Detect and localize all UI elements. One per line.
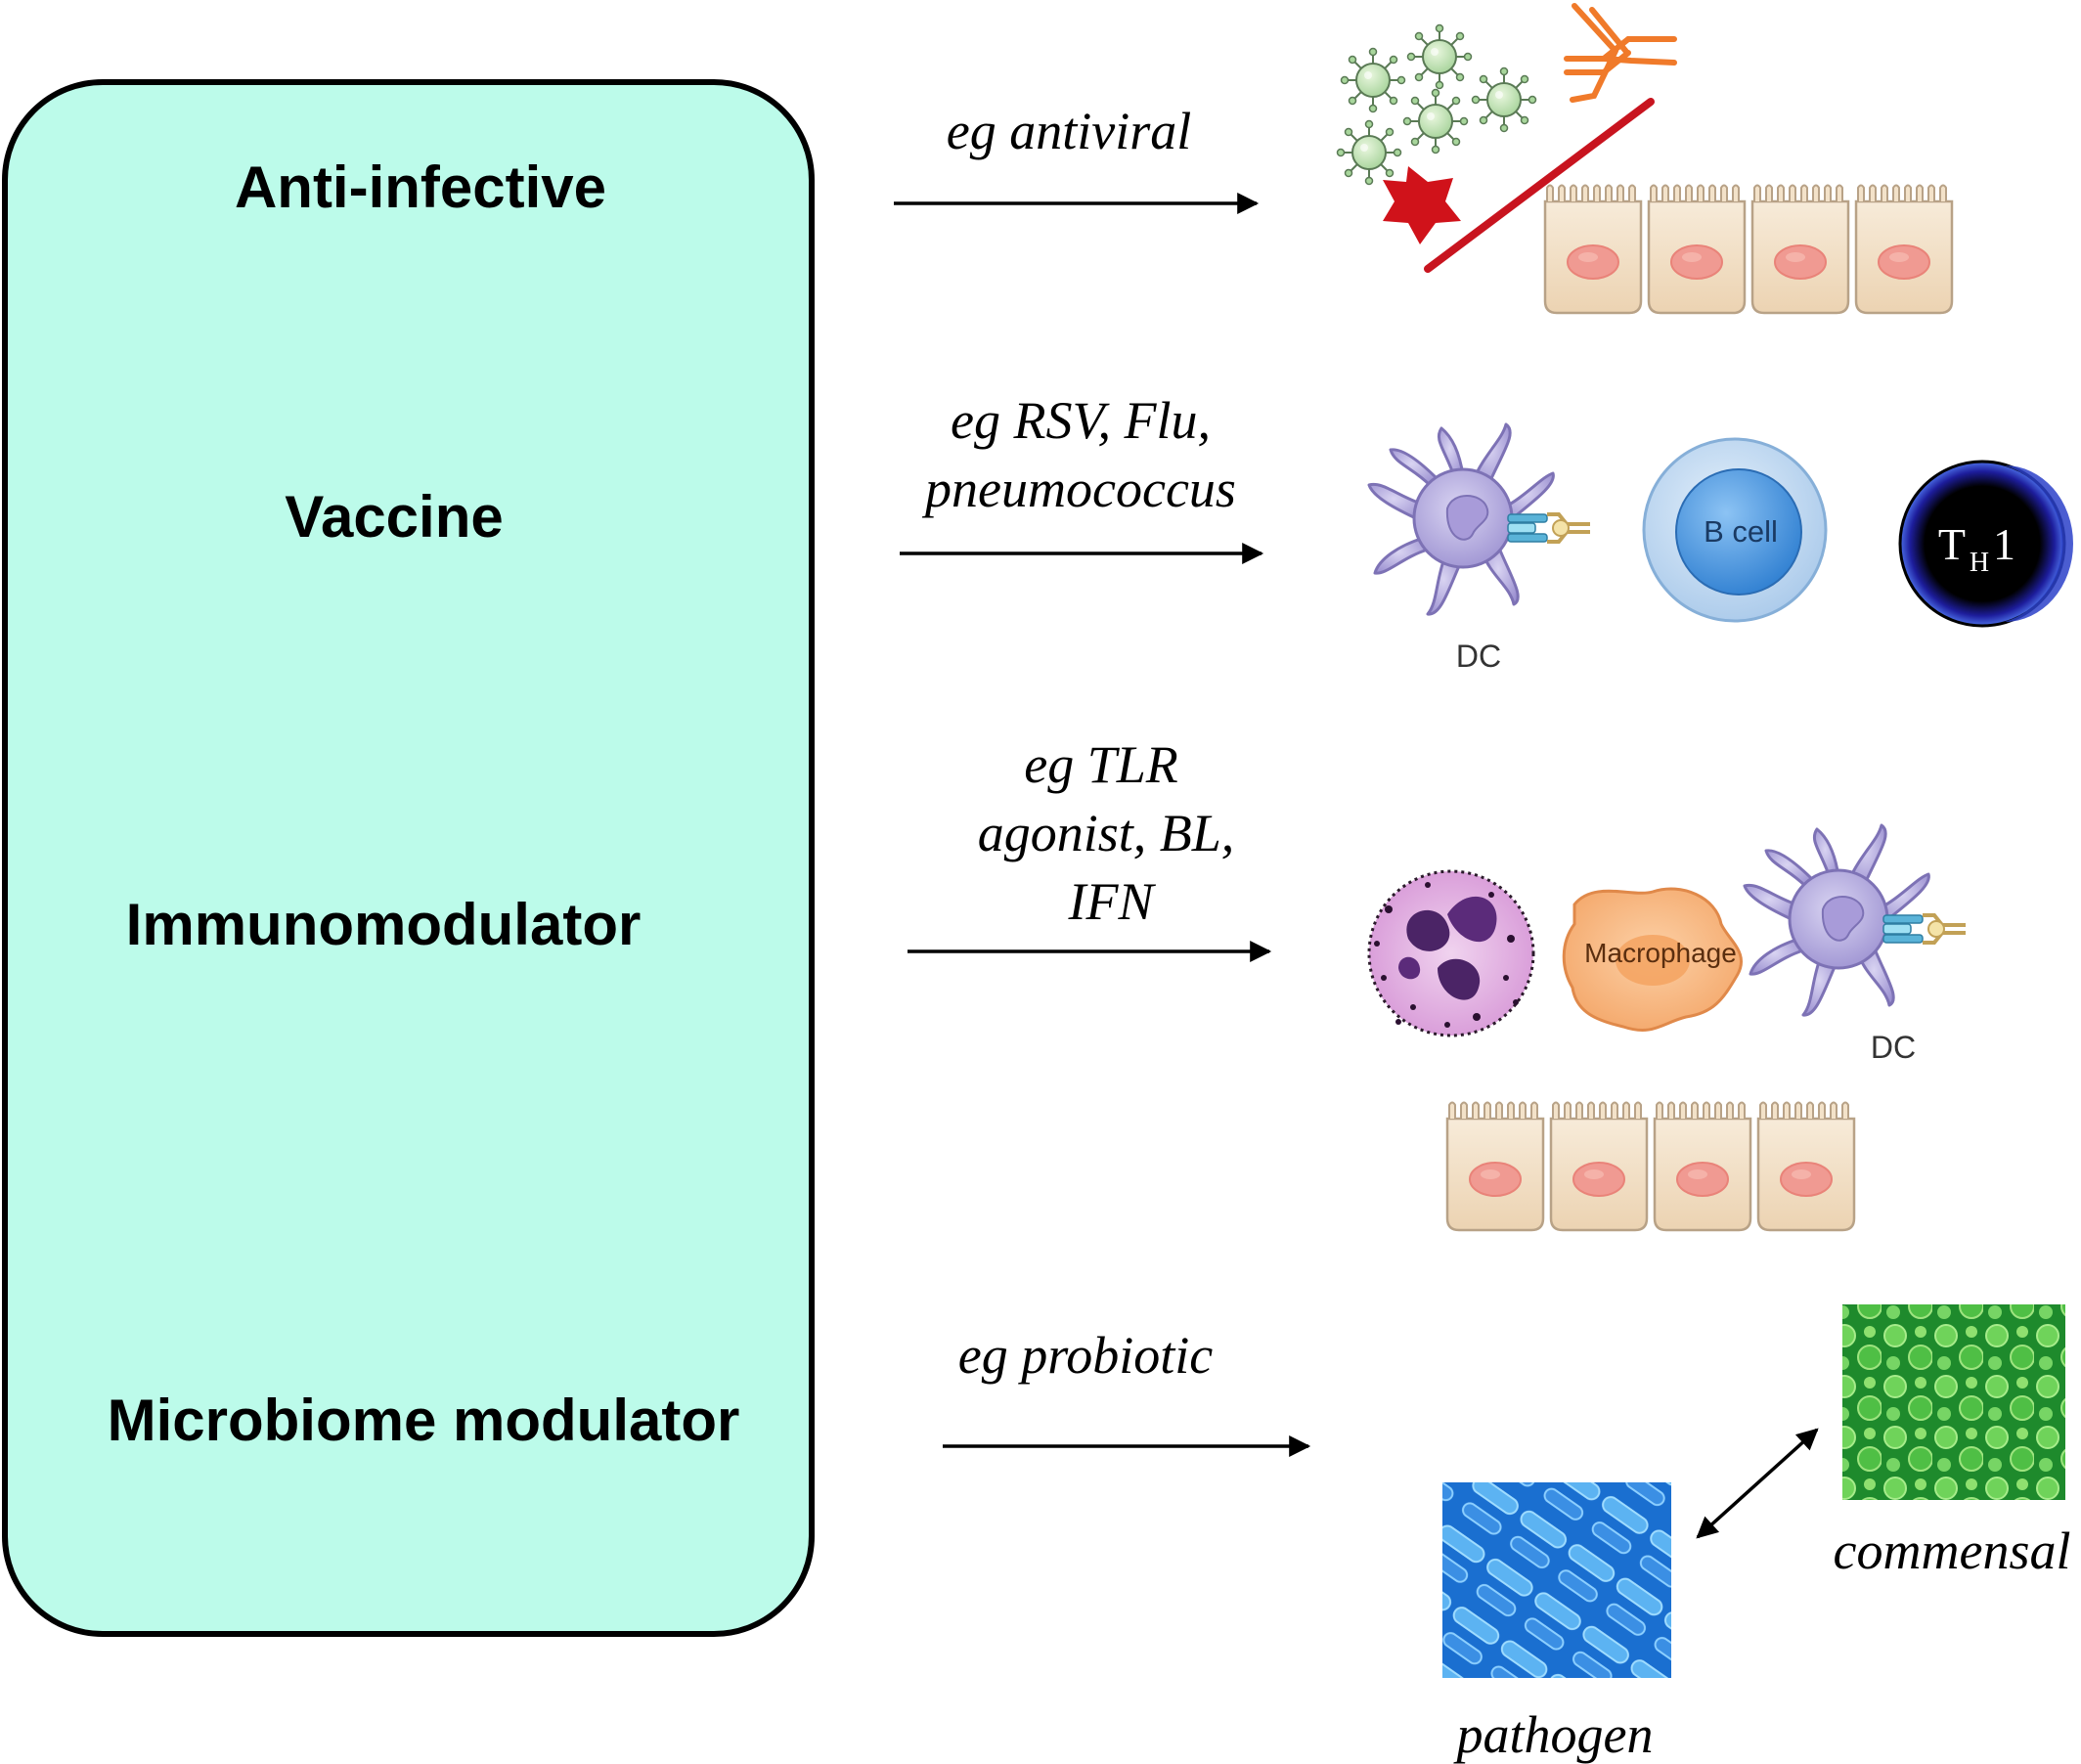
b-cell-icon [1642, 437, 1828, 623]
example-immuno-line-3: IFN [1068, 872, 1157, 931]
barrier-line [1424, 98, 1655, 273]
commensal-label: commensal [1834, 1521, 2071, 1580]
dc-label-vaccine: DC [1456, 639, 1501, 674]
dc-label-immuno: DC [1871, 1030, 1916, 1065]
th1-label: T [1938, 519, 1966, 569]
example-immuno-line-2: agonist, BL, [978, 804, 1235, 862]
dendritic-cell-icon [1367, 422, 1592, 616]
pathogen-image [1442, 1482, 1671, 1678]
category-anti-infective: Anti-infective [235, 154, 606, 220]
interaction-arrow [1696, 1428, 1819, 1539]
th1-number: 1 [1993, 519, 2015, 569]
epithelium-top-icon [1543, 184, 1954, 315]
example-immuno-line-1: eg TLR [1024, 735, 1178, 794]
dendritic-cell-immuno-icon [1743, 823, 1968, 1017]
category-immunomodulator: Immunomodulator [126, 892, 642, 957]
antibody-icon [1564, 3, 1677, 103]
b-cell-label: B cell [1704, 514, 1778, 549]
category-vaccine: Vaccine [285, 484, 504, 550]
example-antiviral: eg antiviral [947, 102, 1191, 160]
th1-cell-icon [1898, 460, 2073, 628]
epithelium-bottom-icon [1445, 1101, 1856, 1232]
toxin-star-icon [1383, 166, 1461, 244]
category-panel [2, 79, 815, 1637]
macrophage-icon [1562, 887, 1744, 1032]
neutrophil-icon [1367, 869, 1535, 1037]
virus-cluster-icon [1336, 23, 1537, 186]
macrophage-label: Macrophage [1584, 938, 1737, 968]
example-vaccine-line-2: pneumococcus [921, 460, 1236, 518]
example-vaccine-line-1: eg RSV, Flu, [951, 391, 1211, 450]
example-probiotic: eg probiotic [958, 1326, 1213, 1385]
category-microbiome-modulator: Microbiome modulator [108, 1388, 740, 1453]
commensal-image [1842, 1304, 2065, 1500]
th1-subscript: H [1970, 548, 1989, 578]
pathogen-label: pathogen [1453, 1705, 1654, 1764]
